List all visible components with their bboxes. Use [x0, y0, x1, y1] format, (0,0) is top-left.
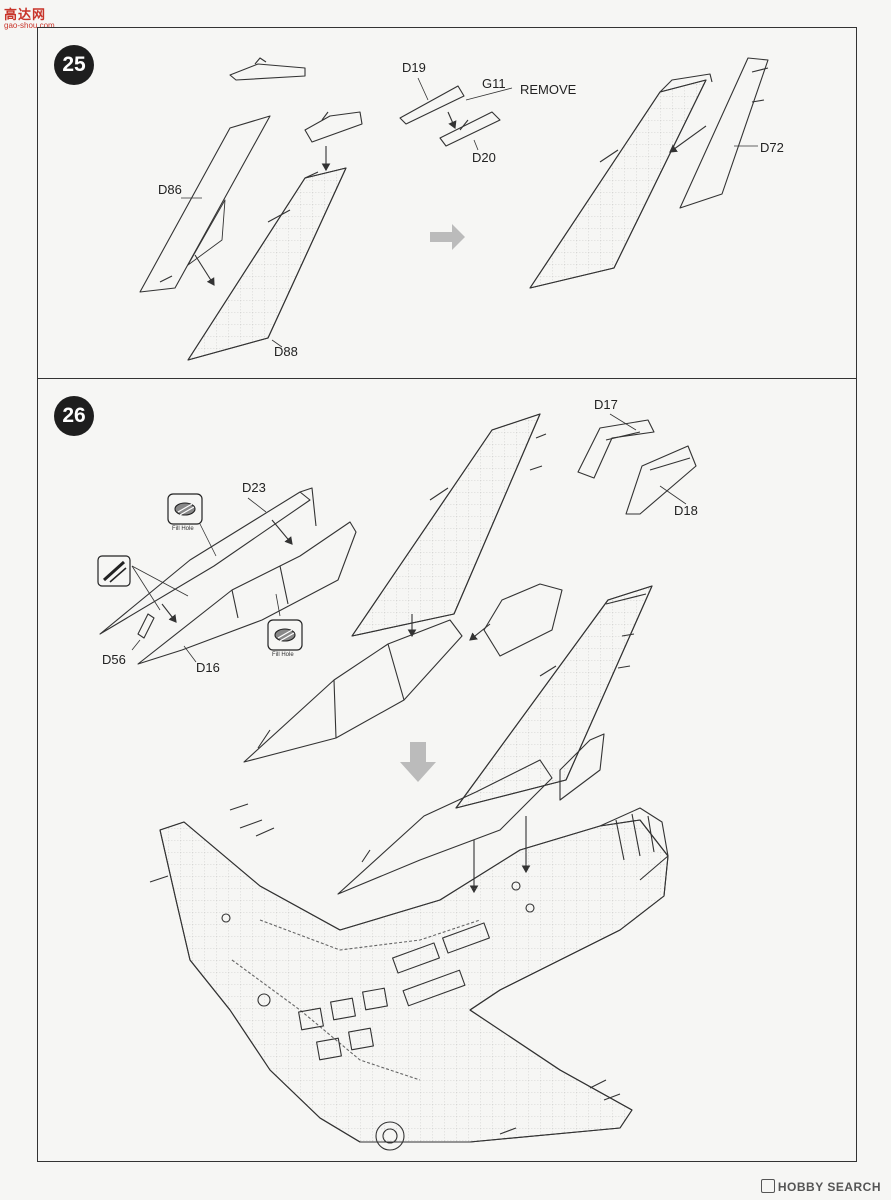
- part-d86: [139, 115, 271, 293]
- label-d18: D18: [674, 503, 698, 518]
- arrow-d56: [161, 603, 177, 623]
- leader-d19: [417, 77, 429, 101]
- step-arrow-26: [400, 742, 436, 782]
- leader-mask-a: [131, 565, 189, 597]
- fuselage-body: [149, 803, 669, 1151]
- part-fin-upper-26: [351, 413, 547, 637]
- label-d86: D86: [158, 182, 182, 197]
- leader-d18: [659, 485, 687, 505]
- part-d56: [137, 613, 155, 639]
- label-d17: D17: [594, 397, 618, 412]
- label-remove: REMOVE: [520, 82, 577, 97]
- brand-mark-icon: [760, 1179, 775, 1193]
- leader-g11: [465, 87, 513, 101]
- leader-mask-b: [131, 565, 161, 611]
- part-d72: [679, 57, 769, 209]
- site-logo: 高达网 gao-shou.com: [4, 4, 74, 30]
- label-d16: D16: [196, 660, 220, 675]
- leader-d56: [131, 639, 141, 651]
- label-d20: D20: [472, 150, 496, 165]
- label-d19: D19: [402, 60, 426, 75]
- leader-fill-hole-2: [275, 593, 281, 617]
- footer-brand-text: HOBBY SEARCH: [777, 1180, 881, 1194]
- site-logo-text: 高达网: [4, 7, 47, 22]
- step-number-26: 26: [54, 396, 94, 436]
- leader-d88: [271, 339, 283, 348]
- leader-d17: [609, 413, 637, 431]
- part-d88-cap: [304, 111, 363, 143]
- step-divider: [37, 378, 857, 379]
- arrow-d86: [194, 254, 215, 286]
- leader-fill-hole-1: [199, 523, 217, 557]
- site-logo-url: gao-shou.com: [4, 21, 55, 30]
- part-d88: [187, 167, 347, 361]
- leader-d16: [183, 645, 197, 663]
- leader-d23: [247, 497, 267, 513]
- part-fin-assembled-25: [529, 73, 713, 289]
- label-d88: D88: [274, 344, 298, 359]
- part-spine-center: [243, 619, 463, 763]
- part-d16: [137, 521, 357, 665]
- fill-hole-caption-1: Fill Hole: [172, 526, 194, 532]
- part-fin-lower-26: [455, 585, 653, 809]
- part-cap-26: [483, 583, 563, 657]
- label-d56: D56: [102, 652, 126, 667]
- label-d72: D72: [760, 140, 784, 155]
- part-d23: [99, 487, 317, 635]
- arrow-d72: [669, 125, 707, 153]
- part-d18: [625, 445, 697, 515]
- instruction-frame: [37, 27, 857, 1162]
- arrow-d23: [271, 519, 293, 545]
- footer-brand: HOBBY SEARCH: [760, 1179, 881, 1194]
- part-d19: [399, 85, 465, 125]
- fill-hole-icon-2: [267, 619, 303, 651]
- part-d17: [577, 419, 655, 479]
- arrow-cap-26: [469, 623, 491, 641]
- part-d20: [439, 111, 501, 147]
- label-g11: G11: [482, 76, 506, 91]
- step-number-25: 25: [54, 45, 94, 85]
- step-arrow-25: [430, 224, 465, 250]
- fill-hole-icon: [167, 493, 203, 525]
- label-d23: D23: [242, 480, 266, 495]
- part-spine-lower-26: [337, 759, 553, 895]
- part-top-small: [229, 57, 306, 81]
- leader-d20: [473, 139, 479, 151]
- arrow-d20: [447, 111, 457, 130]
- fill-hole-caption-2: Fill Hole: [272, 652, 294, 658]
- masking-icon: [97, 555, 131, 587]
